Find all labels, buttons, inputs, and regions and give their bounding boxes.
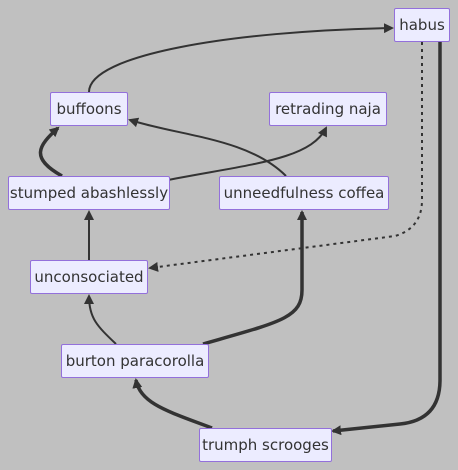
edge-burton-paracorolla-unneedfulness-coffea [202, 210, 307, 346]
node-unneedfulness-coffea[interactable]: unneedfulness coffea [219, 176, 389, 210]
edge-habus-trumph-scrooges [331, 42, 442, 436]
edge-trumph-scrooges-burton-paracorolla [132, 378, 213, 430]
node-stumped-abashlessly[interactable]: stumped abashlessly [8, 176, 170, 210]
edge-unneedfulness-coffea-buffoons [128, 117, 287, 177]
edge-burton-paracorolla-unconsociated [84, 294, 117, 345]
edge-stumped-abashlessly-retrading-naja [167, 126, 327, 181]
node-retrading-naja[interactable]: retrading naja [269, 92, 387, 126]
edge-habus-unconsociated [148, 42, 423, 272]
edge-buffoons-habus [88, 23, 394, 93]
node-unconsociated[interactable]: unconsociated [30, 260, 148, 294]
edge-stumped-abashlessly-buffoons [38, 126, 63, 178]
node-buffoons[interactable]: buffoons [50, 92, 128, 126]
node-burton-paracorolla[interactable]: burton paracorolla [61, 344, 209, 378]
node-habus[interactable]: habus [394, 8, 450, 42]
node-trumph-scrooges[interactable]: trumph scrooges [199, 428, 332, 462]
